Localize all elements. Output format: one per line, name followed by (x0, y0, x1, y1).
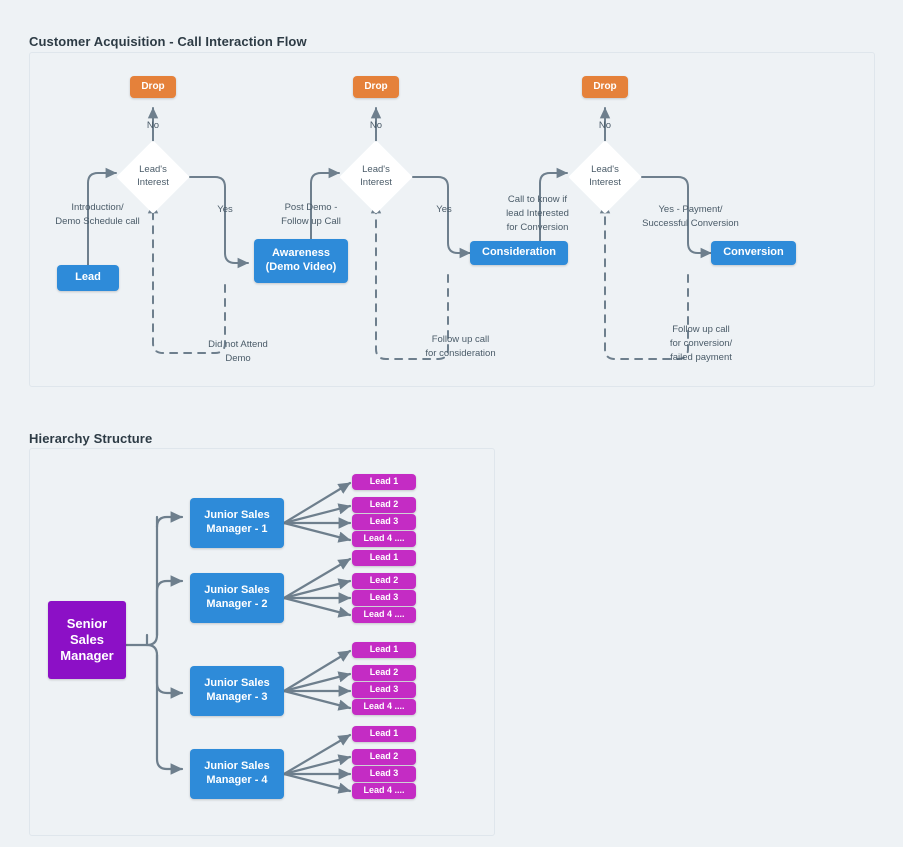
flow-return-label-2: Follow up call for consideration (425, 334, 496, 359)
flow-drop-node-3[interactable]: Drop (582, 76, 628, 98)
flow-entry-label-3: Call to know if lead Interested for Conv… (506, 194, 569, 233)
hierarchy-lead-node-3-2[interactable]: Lead 2 (352, 665, 416, 681)
hierarchy-lead-node-4-1[interactable]: Lead 1 (352, 726, 416, 742)
hierarchy-lead-node-4-3[interactable]: Lead 3 (352, 766, 416, 782)
hierarchy-manager-node-2[interactable]: Junior Sales Manager - 2 (190, 573, 284, 623)
hierarchy-lead-node-2-2[interactable]: Lead 2 (352, 573, 416, 589)
hierarchy-panel-inner: Senior Sales Manager Junior Sales Manage… (30, 449, 494, 835)
flow-panel: Drop No Lead's Interest Introduction/ De… (29, 52, 875, 387)
flow-entry-label-1: Introduction/ Demo Schedule call (55, 202, 140, 227)
hierarchy-lead-node-2-3[interactable]: Lead 3 (352, 590, 416, 606)
hierarchy-lead-node-1-2[interactable]: Lead 2 (352, 497, 416, 513)
flow-return-label-1: Did not Attend Demo (208, 339, 268, 364)
hierarchy-lead-node-1-4[interactable]: Lead 4 .... (352, 531, 416, 547)
flow-yes-label-2: Yes (436, 204, 452, 215)
flow-drop-node-2[interactable]: Drop (353, 76, 399, 98)
hierarchy-lead-node-3-4[interactable]: Lead 4 .... (352, 699, 416, 715)
hierarchy-lead-node-2-1[interactable]: Lead 1 (352, 550, 416, 566)
flow-no-label-2: No (369, 120, 383, 131)
flow-node-awareness[interactable]: Awareness (Demo Video) (254, 239, 348, 283)
flow-panel-inner: Drop No Lead's Interest Introduction/ De… (30, 53, 874, 386)
hierarchy-manager-node-4[interactable]: Junior Sales Manager - 4 (190, 749, 284, 799)
flow-node-lead[interactable]: Lead (57, 265, 119, 291)
flow-no-label-3: No (598, 120, 612, 131)
hierarchy-lead-node-2-4[interactable]: Lead 4 .... (352, 607, 416, 623)
flow-node-conversion[interactable]: Conversion (711, 241, 796, 265)
flow-return-label-3: Follow up call for conversion/ failed pa… (669, 324, 733, 363)
flow-node-consideration[interactable]: Consideration (470, 241, 568, 265)
flow-drop-node-1[interactable]: Drop (130, 76, 176, 98)
flow-no-label-1: No (146, 120, 160, 131)
hierarchy-manager-node-3[interactable]: Junior Sales Manager - 3 (190, 666, 284, 716)
hierarchy-root-node[interactable]: Senior Sales Manager (48, 601, 126, 679)
hierarchy-panel: Senior Sales Manager Junior Sales Manage… (29, 448, 495, 836)
hierarchy-lead-node-3-3[interactable]: Lead 3 (352, 682, 416, 698)
flow-yes-label-3: Yes - Payment/ Successful Conversion (642, 204, 739, 229)
hierarchy-manager-node-1[interactable]: Junior Sales Manager - 1 (190, 498, 284, 548)
hierarchy-lead-node-4-4[interactable]: Lead 4 .... (352, 783, 416, 799)
flow-yes-label-1: Yes (217, 204, 233, 215)
hierarchy-lead-node-3-1[interactable]: Lead 1 (352, 642, 416, 658)
hierarchy-lead-node-4-2[interactable]: Lead 2 (352, 749, 416, 765)
flow-entry-label-2: Post Demo - Follow up Call (281, 202, 341, 227)
hierarchy-lead-node-1-1[interactable]: Lead 1 (352, 474, 416, 490)
hierarchy-section-title: Hierarchy Structure (29, 431, 153, 446)
flow-section-title: Customer Acquisition - Call Interaction … (29, 34, 307, 49)
hierarchy-lead-node-1-3[interactable]: Lead 3 (352, 514, 416, 530)
